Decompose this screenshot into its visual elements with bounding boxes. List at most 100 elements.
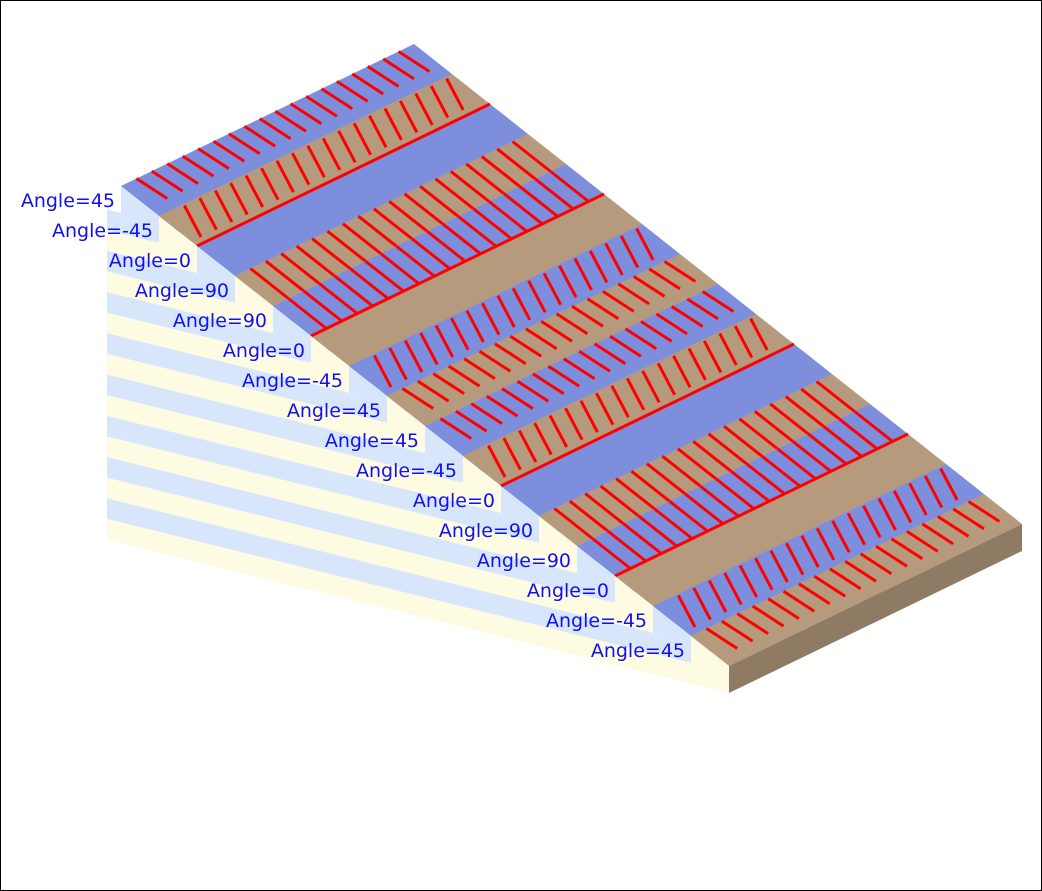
hatch-line [892,490,913,524]
hatch-line [769,550,789,583]
hatch-line [625,377,646,411]
step-hatch [183,77,465,238]
hatch-line [707,432,748,465]
hatch-line [614,432,909,578]
hatch-line [501,387,534,410]
hatch-line [150,169,184,193]
hatch-line [890,537,924,561]
hatch-line [337,130,357,163]
hatch-line [800,535,820,568]
hatch-line [533,422,553,456]
step-hatch [439,290,735,440]
step-end-cap [577,546,615,603]
hatch-line [692,440,733,473]
hatch-line [410,237,451,270]
hatch-line [212,139,246,163]
hatch-line [619,235,640,269]
hatch-line [828,567,862,590]
step-label: Angle=-45 [242,370,343,392]
hatch-line [465,310,485,343]
side-wall-stripe [107,415,539,543]
hatch-line [518,185,559,218]
hatch-line [183,204,203,238]
hatch-line [503,192,544,226]
hatch-line [705,627,739,650]
hatch-line [197,147,230,170]
step-label: Angle=90 [173,310,267,332]
hatch-line [939,467,959,501]
hatch-line [306,145,326,178]
hatch-line [291,152,311,186]
hatch-line [853,410,894,443]
hatch-line [249,267,290,300]
side-wall-stripe [107,230,197,273]
hatch-line [502,437,522,471]
step-hatch [287,170,590,330]
hatch-line [640,320,673,343]
hatch-line [606,529,647,563]
hatch-line [419,332,439,366]
step-tread [311,194,642,366]
hatch-line [357,215,398,248]
hatch-line [923,475,944,509]
hatch-line [562,357,596,380]
step-label: Angle=45 [21,190,115,212]
staircase-side-wall [107,209,729,693]
hatch-line [457,215,498,248]
step-riser [729,524,1022,693]
hatch-line [481,302,501,336]
hatch-line [434,324,455,358]
hatch-line [875,545,908,568]
hatch-line [800,387,841,421]
hatch-line [862,505,882,538]
step-label: Angle=0 [223,340,305,362]
step-label: Angle=45 [287,400,381,422]
hatch-line [480,155,521,188]
side-wall-stripe [107,292,311,363]
hatch-line [470,402,503,425]
step-hatch [135,50,431,200]
hatch-line [859,552,893,576]
hatch-line [403,339,424,373]
hatch-line [738,417,779,450]
hatch-line [655,312,688,336]
hatch-line [936,515,970,538]
hatch-line [534,177,575,211]
hatch-line [388,347,408,381]
hatch-line [584,492,625,525]
hatch-line [568,499,609,533]
hatch-line [434,177,475,210]
hatch-line [838,417,879,451]
hatch-line [494,342,527,365]
hatch-line [445,77,465,111]
hatch-line [720,619,754,643]
side-wall-stripe [107,395,501,513]
hatch-line [699,485,740,518]
side-wall-stripe [107,477,653,633]
step-hatch [401,260,697,410]
hatch-line [593,342,627,366]
hatch-line [395,245,436,278]
hatch-line [289,102,323,126]
hatch-line [229,182,249,216]
hatch-line [648,267,681,291]
hatch-line [310,192,605,338]
step-labels: Angle=45Angle=-45Angle=0Angle=90Angle=90… [21,190,685,662]
step-end-cap [159,216,197,273]
step-tread [121,44,452,216]
step-end-cap [653,606,691,663]
hatch-line [615,477,656,510]
step-end-cap [615,576,653,633]
hatch-line [516,379,550,403]
hatch-line [366,65,400,88]
hatch-line [624,327,658,351]
hatch-line [449,170,490,203]
hatch-line [686,297,719,321]
hatch-line [602,290,635,313]
hatch-line [588,250,609,284]
hatch-line [791,440,832,473]
step-label: Angle=90 [477,550,571,572]
step-hatch [705,500,1001,650]
hatch-line [496,147,537,181]
hatch-line [351,72,384,96]
